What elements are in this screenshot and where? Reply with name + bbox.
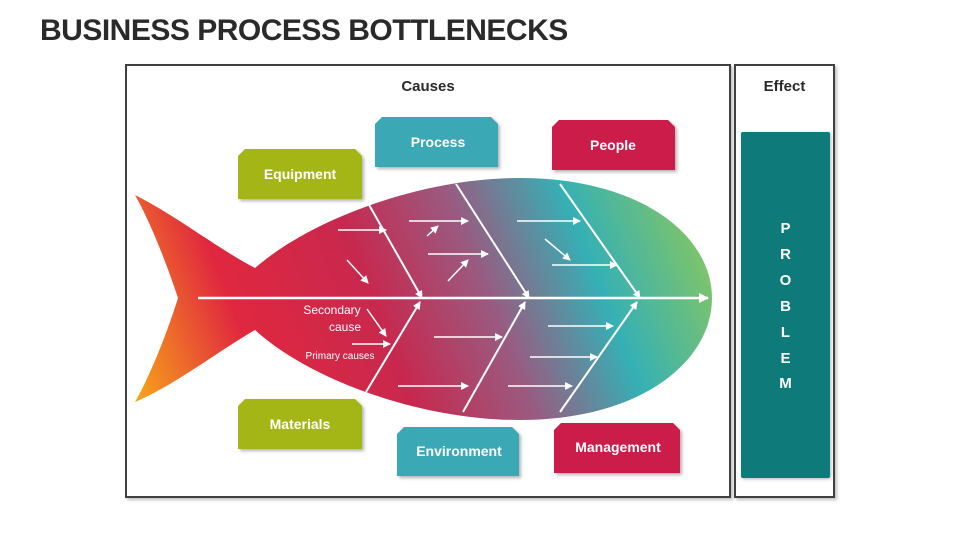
category-environment: Environment — [397, 427, 519, 476]
rib-materials — [365, 301, 421, 393]
category-process: Process — [375, 117, 498, 167]
category-materials: Materials — [238, 399, 362, 449]
problem-letter: B — [780, 298, 791, 315]
problem-letter: R — [780, 246, 791, 263]
cause-arrow — [366, 308, 387, 337]
problem-letter: L — [780, 324, 791, 341]
category-equipment: Equipment — [238, 149, 362, 199]
problem-letter: M — [779, 375, 792, 392]
rib-process — [455, 183, 530, 299]
rib-environment — [462, 301, 526, 413]
category-materials-label: Materials — [270, 416, 331, 432]
primary-causes-label: Primary causes — [306, 351, 375, 362]
rib-people — [559, 183, 641, 299]
causes-heading: Causes — [401, 78, 455, 95]
secondary-cause-label: Secondary — [303, 303, 360, 317]
problem-letter: P — [780, 220, 791, 237]
category-management-label: Management — [575, 439, 661, 455]
category-management: Management — [554, 423, 680, 473]
category-equipment-label: Equipment — [264, 166, 337, 182]
problem-box: P R O B L E M — [741, 132, 830, 478]
cause-arrow — [426, 225, 439, 237]
secondary-cause-label-line2: cause — [329, 320, 361, 334]
effect-heading: Effect — [763, 78, 806, 95]
category-people: People — [552, 120, 675, 170]
cause-arrow — [346, 259, 369, 284]
problem-letter: O — [779, 272, 792, 289]
rib-equipment — [367, 202, 423, 299]
page-title: BUSINESS PROCESS BOTTLENECKS — [40, 14, 568, 47]
cause-arrow — [544, 238, 571, 261]
problem-letter: E — [780, 350, 791, 367]
cause-arrow — [447, 259, 469, 282]
category-environment-label: Environment — [416, 443, 502, 459]
rib-management — [559, 301, 638, 413]
category-process-label: Process — [411, 134, 466, 150]
category-people-label: People — [590, 137, 636, 153]
